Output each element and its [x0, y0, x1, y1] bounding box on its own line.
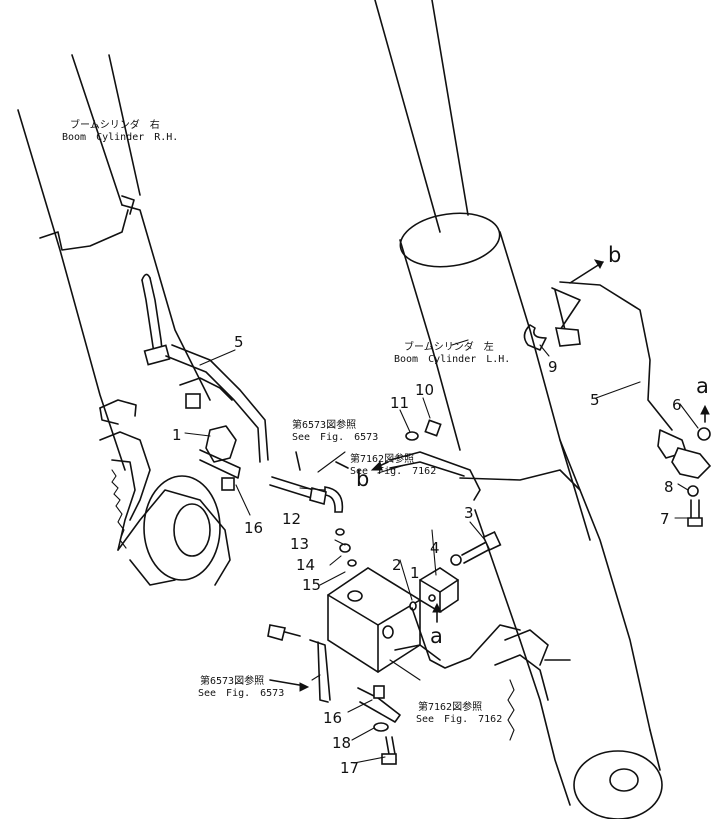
callout-15: 15: [302, 576, 321, 594]
ref-7162-bottom-jp: 第7162図参照: [418, 700, 482, 713]
right-pipe-detail: [523, 281, 712, 527]
callout-18: 18: [332, 734, 351, 752]
callout-left-1: 1: [172, 426, 182, 444]
callout-10: 10: [415, 381, 434, 399]
connector-letters: b b a a: [356, 243, 709, 648]
boom-lh-label-en: Boom Cylinder L.H.: [394, 354, 510, 365]
connector-b-top: b: [608, 243, 621, 267]
callout-3: 3: [464, 504, 474, 522]
callout-1: 1: [410, 564, 420, 582]
callout-right-7: 7: [660, 510, 670, 528]
connector-a-right: a: [696, 374, 709, 398]
callout-right-8: 8: [664, 478, 674, 496]
leader-lines: [184, 259, 710, 764]
ref-7162-top-jp: 第7162図参照: [350, 452, 414, 465]
callout-right-6: 6: [672, 396, 682, 414]
connector-b-mid: b: [356, 467, 369, 491]
ref-7162-top-en: See Fig. 7162: [350, 466, 436, 477]
callout-right-5: 5: [590, 391, 600, 409]
callout-4: 4: [430, 539, 440, 557]
callout-left-5: 5: [234, 333, 244, 351]
ref-6573-top-en: See Fig. 6573: [292, 432, 378, 443]
callout-numbers: 5 1 16 10 11 3 4 1 2 12 13 14 15 16 18 1…: [172, 333, 682, 777]
boom-cylinder-lh: [374, 0, 663, 819]
callout-12: 12: [282, 510, 301, 528]
callout-14: 14: [296, 556, 315, 574]
callout-17: 17: [340, 759, 359, 777]
ref-6573-bottom-jp: 第6573図参照: [200, 674, 264, 687]
callout-right-9: 9: [548, 358, 558, 376]
boom-lh-label-jp: ブームシリンダ 左: [404, 340, 494, 353]
valve-block-assembly: [267, 419, 521, 765]
callout-left-16: 16: [244, 519, 263, 537]
boom-cylinder-rh: [17, 54, 269, 586]
callout-16: 16: [323, 709, 342, 727]
callout-11: 11: [390, 394, 409, 412]
connector-a-bottom: a: [430, 624, 443, 648]
ref-6573-bottom-en: See Fig. 6573: [198, 688, 284, 699]
callout-2: 2: [392, 556, 402, 574]
ref-7162-bottom-en: See Fig. 7162: [416, 714, 502, 725]
boom-rh-label-jp: ブームシリンダ 右: [70, 118, 160, 131]
callout-13: 13: [290, 535, 309, 553]
text-labels: ブームシリンダ 右 Boom Cylinder R.H. ブームシリンダ 左 B…: [62, 118, 510, 725]
ref-6573-top-jp: 第6573図参照: [292, 418, 356, 431]
boom-rh-label-en: Boom Cylinder R.H.: [62, 132, 178, 143]
